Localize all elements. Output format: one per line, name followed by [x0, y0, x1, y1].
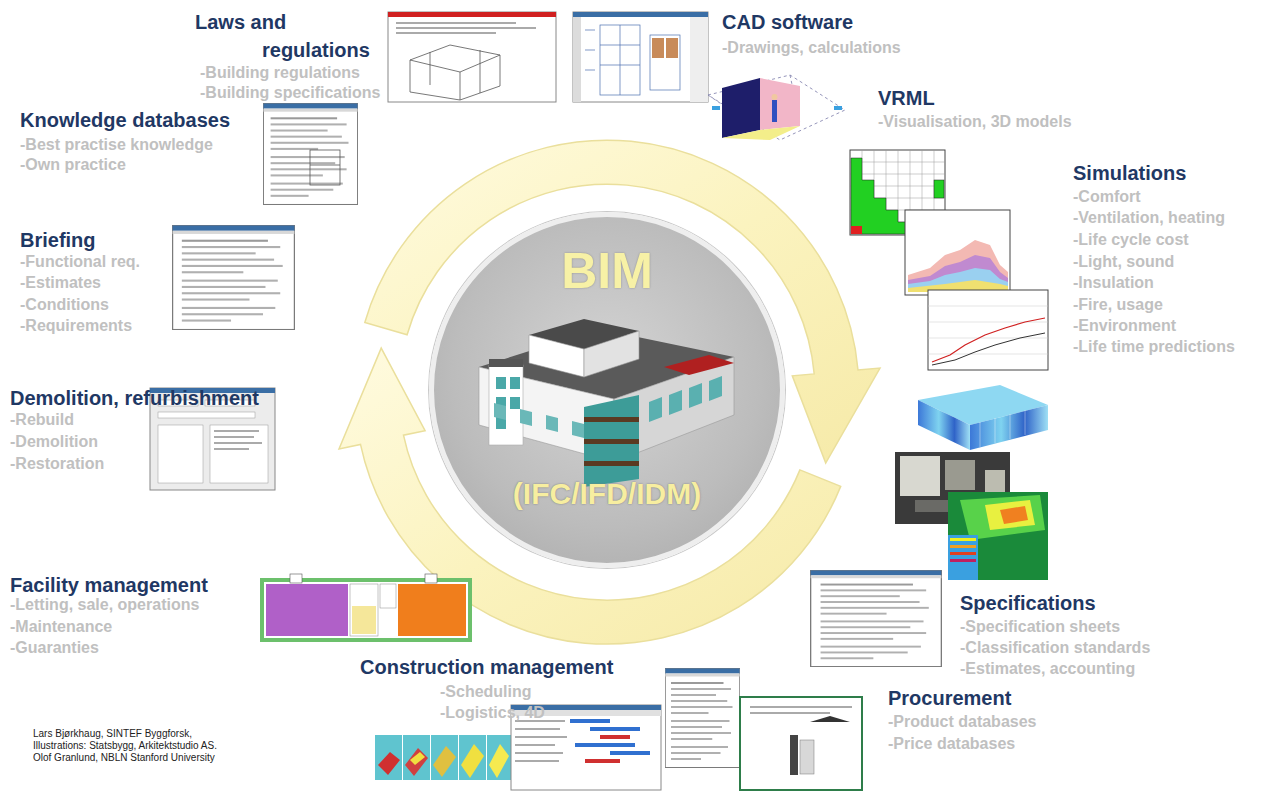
category-item: -Visualisation, 3D models: [878, 112, 1072, 132]
category-item: -Insulation: [1073, 273, 1154, 293]
category-item: -Restoration: [10, 454, 104, 474]
procurement-screenshot: [665, 669, 739, 768]
category-item: -Comfort: [1073, 187, 1141, 207]
category-heading: Demolition, refurbishment: [10, 386, 259, 410]
life-cycle-line-chart: [928, 290, 1048, 370]
category-item: -Building regulations: [200, 63, 360, 83]
category-item: -Own practice: [20, 155, 126, 175]
bim-title: BIM: [561, 243, 653, 299]
category-heading: Simulations: [1073, 161, 1186, 185]
briefing-screenshot: [173, 226, 295, 330]
category-heading: Facility management: [10, 573, 208, 597]
category-item: -Guaranties: [10, 638, 99, 658]
category-item: -Environment: [1073, 316, 1176, 336]
specification-screenshot: [811, 570, 942, 666]
cad-screenshot: [573, 12, 708, 102]
knowledge-screenshot: [263, 104, 357, 205]
category-item: -Drawings, calculations: [790, 38, 912, 58]
floor-plan: [262, 574, 470, 640]
category-item: -Building specifications: [200, 83, 380, 103]
credit-note: Lars Bjørkhaug, SINTEF Byggforsk, Illust…: [33, 728, 238, 764]
category-item: -Logistics, 4D: [440, 703, 545, 723]
category-item: -Scheduling: [440, 682, 532, 702]
ventilation-cfd: [918, 385, 1048, 450]
category-heading: Knowledge databases: [20, 108, 230, 132]
category-heading: Procurement: [888, 686, 1011, 710]
category-item: -Price databases: [888, 734, 1015, 754]
category-heading: Laws and regulations: [262, 8, 390, 64]
construction-4d-frames: [375, 735, 511, 780]
regulation-screenshot: [388, 12, 556, 102]
category-heading: Specifications: [960, 591, 1096, 615]
category-item: -Fire, usage: [1073, 295, 1163, 315]
knowledge-figure: [310, 150, 340, 185]
category-item: -Rebuild: [10, 410, 74, 430]
category-item: -Best practise knowledge: [20, 135, 213, 155]
category-item: -Light, sound: [1073, 252, 1174, 272]
standards-label: (IFC/IFD/IDM): [513, 477, 701, 511]
category-item: -Estimates: [20, 273, 101, 293]
category-item: -Ventilation, heating: [1073, 208, 1225, 228]
category-item: -Conditions: [20, 295, 109, 315]
category-item: -Life cycle cost: [1073, 230, 1189, 250]
category-heading: Construction management: [360, 655, 613, 679]
category-item: -Letting, sale, operations: [10, 595, 199, 615]
category-heading: VRML: [878, 86, 935, 110]
product-screenshot: [740, 697, 862, 790]
energy-area-chart: [905, 210, 1010, 295]
category-item: -Maintenance: [10, 617, 112, 637]
vrml-room: [708, 75, 845, 140]
category-heading: Briefing: [20, 228, 96, 252]
thermal-map: [948, 492, 1048, 580]
category-item: -Specification sheets: [960, 617, 1120, 637]
category-item: -Classification standards: [960, 638, 1150, 658]
category-item: -Requirements: [20, 316, 132, 336]
bim-circle: BIM (IFC/IFD/IDM): [429, 212, 785, 568]
category-item: -Functional req.: [20, 252, 140, 272]
category-item: -Product databases: [888, 712, 1036, 732]
category-item: -Demolition: [10, 432, 98, 452]
category-item: -Estimates, accounting: [960, 659, 1135, 679]
category-heading: CAD software: [722, 10, 853, 34]
category-item: -Life time predictions: [1073, 337, 1235, 357]
